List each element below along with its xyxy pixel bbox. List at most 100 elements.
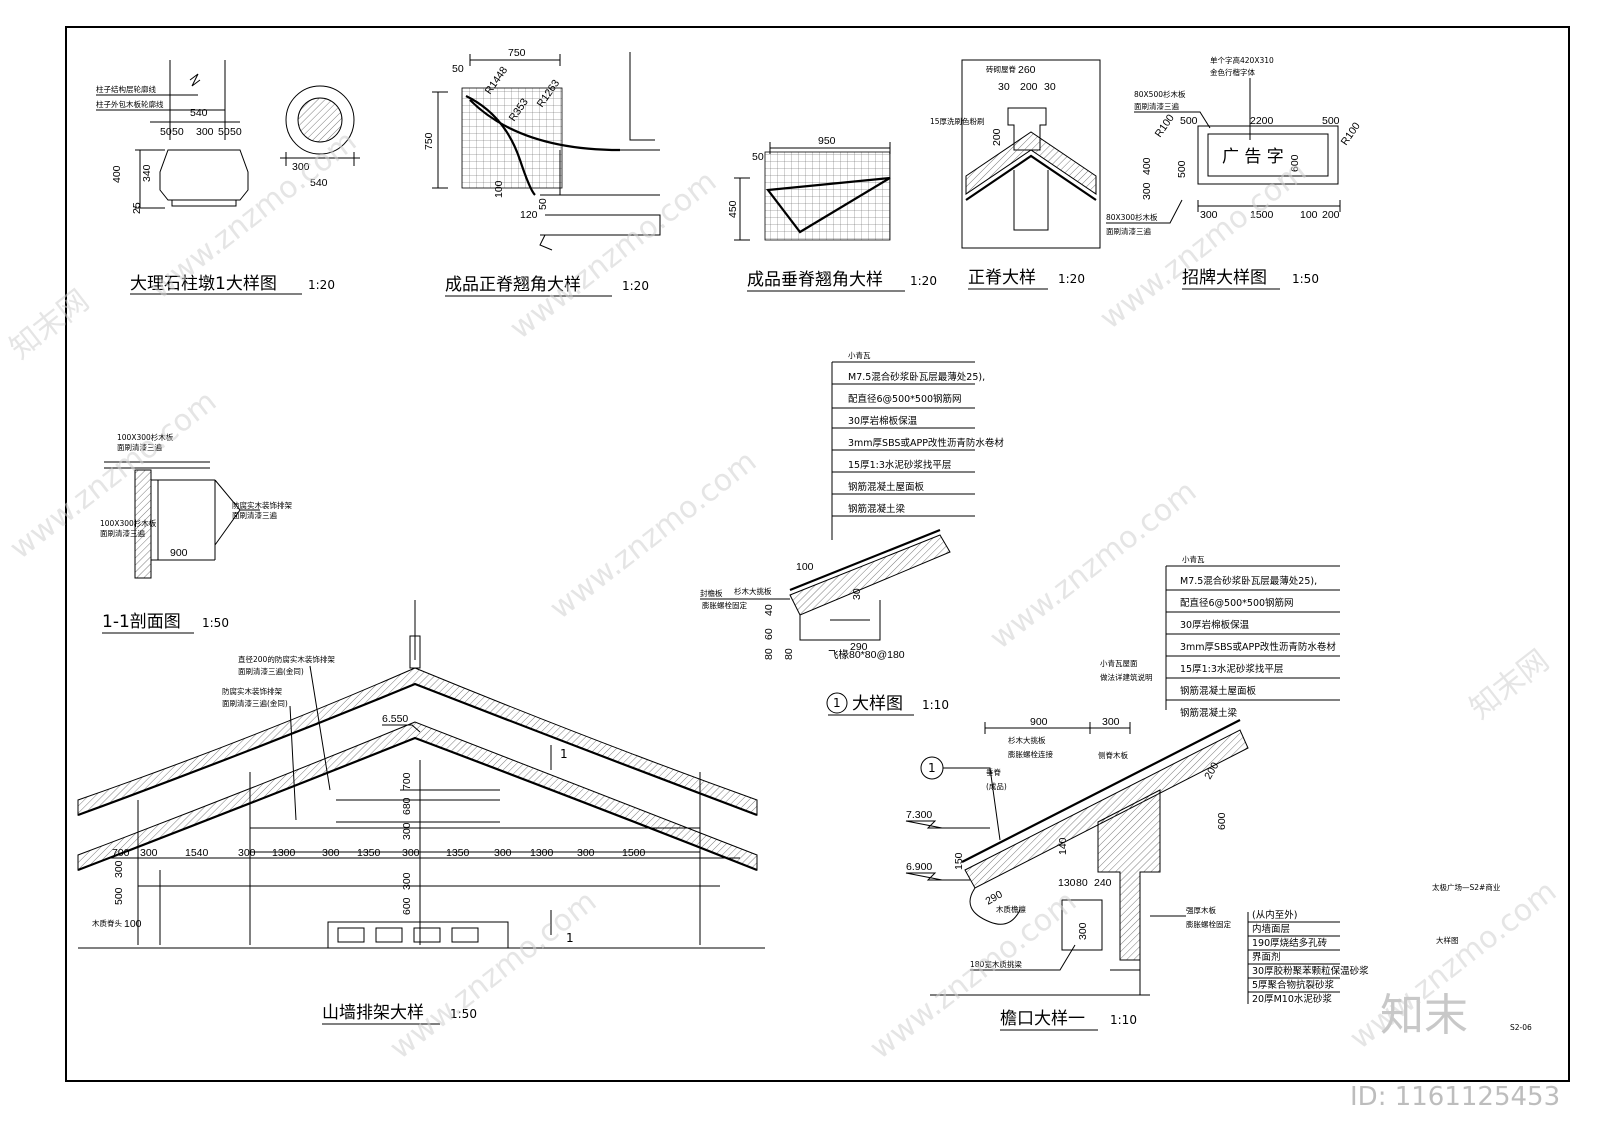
sheet-border <box>65 26 1570 1082</box>
dim: 600 <box>401 897 413 915</box>
hip-ridge-corner-detail: 950 50 450 成品垂脊翘角大样 1:20 <box>727 135 937 292</box>
title: 1-1剖面图 <box>102 612 181 632</box>
note: 面刷清漆三遍 <box>117 442 162 452</box>
dim: 500 <box>1180 115 1198 127</box>
dim: 950 <box>818 135 836 147</box>
section-mark: 1 <box>560 747 568 761</box>
watermark-logo: 知末 <box>1380 990 1468 1041</box>
marker: 1 <box>833 696 841 710</box>
dim: 300 <box>402 847 420 859</box>
dim: 300 <box>494 847 512 859</box>
layer: 15厚1:3水泥砂浆找平层 <box>1180 663 1283 675</box>
scale: 1:50 <box>202 616 229 630</box>
dim: 40 <box>763 604 775 616</box>
dim: 540 <box>190 107 208 119</box>
note: 杉木大挑板 <box>734 586 772 596</box>
title-block: 太极广场—S2#商业 大样图 S2-06 <box>1432 882 1532 1032</box>
dim: 300 <box>1077 922 1089 940</box>
dim: 30 <box>1044 81 1056 93</box>
dim: 680 <box>401 797 413 815</box>
gable-frame-detail: 直径200的防腐实木装饰排架 面刷清漆三遍(金同) 防腐实木装饰排架 面刷清漆三… <box>77 600 765 1025</box>
dim: 300 <box>577 847 595 859</box>
dim: 150 <box>953 852 965 870</box>
sheet-number: S2-06 <box>1510 1023 1532 1032</box>
dim: 750 <box>423 132 435 150</box>
layer: 配直径6@500*500钢筋网 <box>848 393 962 405</box>
inner-layer-table: (从内至外) 内墙面层 190厚烧结多孔砖 界面剂 30厚胶粉聚苯颗粒保温砂浆 … <box>1247 909 1369 1005</box>
note: 柱子结构层轮廓线 <box>96 84 156 94</box>
note: 垂脊 <box>986 767 1001 777</box>
note: 膨胀螺栓固定 <box>1186 919 1231 929</box>
level: 6.900 <box>906 861 932 873</box>
dim: 50 <box>452 63 464 75</box>
layer: 15厚1:3水泥砂浆找平层 <box>848 459 951 471</box>
sheet-name: 大样图 <box>1436 935 1459 945</box>
roof-tile-label: 小青瓦 <box>1182 554 1205 564</box>
dim: 290 <box>850 641 868 653</box>
dim: 1350 <box>357 847 381 859</box>
note: 直径200的防腐实木装饰排架 <box>238 654 335 664</box>
dim: 700 <box>401 772 413 790</box>
dim: 240 <box>1094 877 1112 889</box>
title: 大理石柱墩1大样图 <box>130 274 277 294</box>
watermark-brand: 知末网 <box>1463 643 1555 726</box>
title: 成品垂脊翘角大样 <box>747 270 883 290</box>
dim: 450 <box>727 200 739 218</box>
note: 柱子外包木板轮廓线 <box>96 99 164 109</box>
scale: 1:20 <box>622 279 649 293</box>
layer-table: M7.5混合砂浆卧瓦层最薄处25), 配直径6@500*500钢筋网 30厚岩棉… <box>1166 575 1340 719</box>
project-name: 太极广场—S2#商业 <box>1432 882 1501 892</box>
dim: 750 <box>508 47 526 59</box>
dim: 300 <box>401 822 413 840</box>
note: 80X500杉木板 <box>1134 89 1186 99</box>
dim: 100 <box>124 918 142 930</box>
layer: (从内至外) <box>1252 909 1297 921</box>
marker: 1 <box>928 761 936 775</box>
note: 防腐实木装饰排架 <box>222 686 282 696</box>
dim: 300 <box>322 847 340 859</box>
note: 小青瓦屋面 <box>1100 658 1138 668</box>
dim: 飞椽80*80@180 <box>828 648 905 661</box>
dim: 1300 <box>530 847 554 859</box>
note: 膨胀螺栓连接 <box>1008 749 1053 759</box>
title: 招牌大样图 <box>1182 268 1267 288</box>
layer: 30厚岩棉板保温 <box>848 415 918 427</box>
note: 15厚洗刷色粉刷 <box>930 116 985 126</box>
dim: 1350 <box>446 847 470 859</box>
dim: 500 <box>1322 115 1340 127</box>
note: 面刷清漆三遍 <box>1134 101 1179 111</box>
title: 山墙排架大样 <box>322 1003 424 1023</box>
layer-table: M7.5混合砂浆卧瓦层最薄处25), 配直径6@500*500钢筋网 30厚岩棉… <box>832 371 1004 517</box>
scale: 1:20 <box>1058 272 1085 286</box>
note: 面刷清漆三遍 <box>100 528 145 538</box>
section-mark: 1 <box>566 931 574 945</box>
note: 膨胀螺栓固定 <box>702 600 747 610</box>
dim: 2200 <box>1250 115 1274 127</box>
layer: 30厚胶粉聚苯颗粒保温砂浆 <box>1252 965 1369 977</box>
dim: 200 <box>991 128 1003 146</box>
dim: 120 <box>520 209 538 221</box>
eave-detail: 小青瓦 M7.5混合砂浆卧瓦层最薄处25), 配直径6@500*500钢筋网 3… <box>905 554 1369 1031</box>
dim: 50 <box>752 151 764 163</box>
dim: 300 <box>1102 716 1120 728</box>
layer: 钢筋混凝土梁 <box>1180 707 1238 719</box>
dim: 1500 <box>1250 209 1274 221</box>
note: 做法详建筑说明 <box>1100 672 1153 682</box>
note: 杉木大挑板 <box>1008 735 1046 745</box>
watermark-id: ID: 1161125453 <box>1350 1082 1560 1112</box>
layer: 钢筋混凝土屋面板 <box>1180 685 1257 697</box>
dim: R100 <box>1153 112 1177 140</box>
watermark-site: www.znzmo.com <box>3 384 223 566</box>
dim: 340 <box>141 164 153 182</box>
layer: M7.5混合砂浆卧瓦层最薄处25), <box>1180 575 1317 587</box>
dim: 900 <box>1030 716 1048 728</box>
dim: R100 <box>1339 120 1363 148</box>
layer: 内墙面层 <box>1252 923 1290 935</box>
level: 7.300 <box>906 809 932 821</box>
roof-tile-label: 小青瓦 <box>848 350 871 360</box>
dim: 500 <box>113 887 125 905</box>
layer: 3mm厚SBS或APP改性沥青防水卷材 <box>1180 641 1336 653</box>
dim: 50 <box>160 126 172 138</box>
layer: 3mm厚SBS或APP改性沥青防水卷材 <box>848 437 1004 449</box>
scale: 1:20 <box>910 274 937 288</box>
